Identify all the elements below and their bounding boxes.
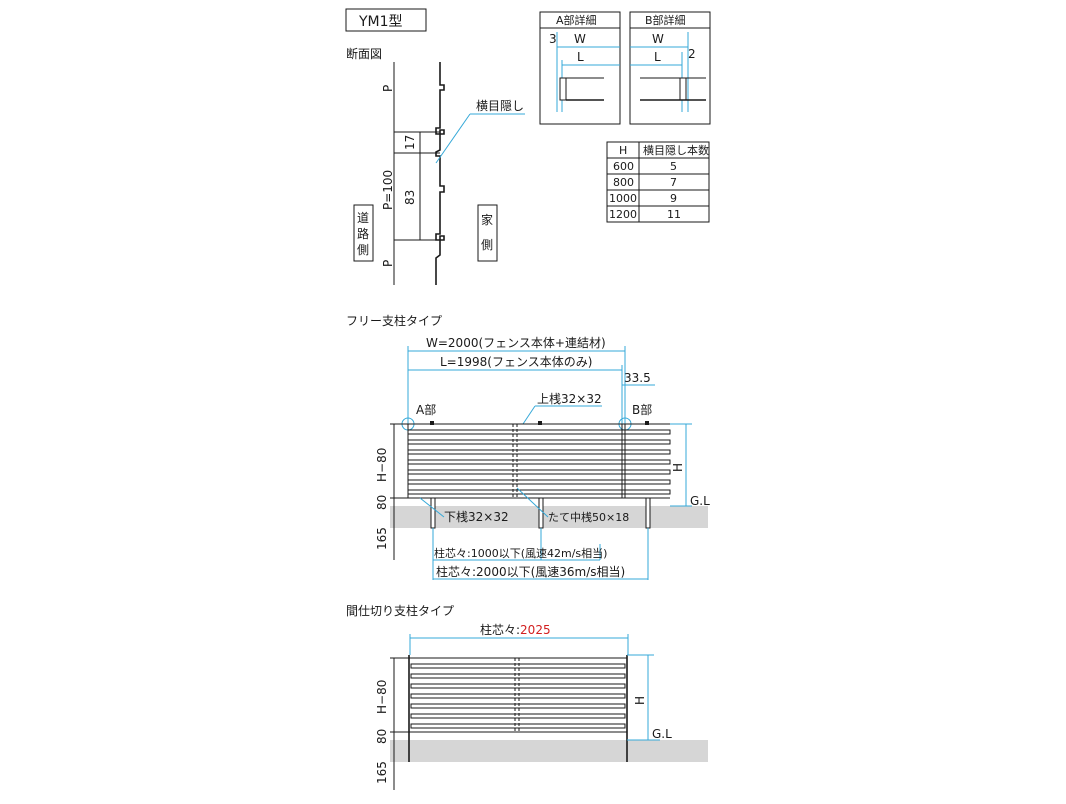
road-side-char-1: 道: [357, 211, 369, 225]
rivet: [538, 421, 542, 425]
l-dimension-label: L=1998(フェンス本体のみ): [440, 355, 592, 369]
detail-a-post: [559, 77, 567, 101]
table-border: [606, 141, 710, 223]
road-side-box: [353, 204, 374, 262]
dim-17-label: 17: [403, 135, 417, 150]
title-text: YM1型: [358, 14, 403, 30]
partition-ground-band: [390, 740, 708, 762]
dim-83-label: 83: [403, 190, 417, 205]
h-right-label: H: [671, 463, 685, 472]
partition-span-label: 柱芯々:2025: [480, 622, 551, 637]
h-minus-80-label: H−80: [375, 448, 389, 482]
partition-h-label: H: [633, 696, 647, 705]
detail-b-w: W: [652, 32, 664, 46]
slat: [407, 429, 671, 435]
table-cell: 1200: [609, 208, 637, 221]
part-a-label: A部: [416, 402, 436, 417]
span1-label: 柱芯々:1000以下(風速42m/s相当): [434, 546, 607, 560]
middle-post-leader: [516, 487, 549, 518]
table-cell: 1000: [609, 192, 637, 205]
detail-b-offset: 2: [688, 47, 696, 61]
part-b-label: B部: [632, 402, 652, 417]
slat: [410, 713, 626, 719]
house-side-char-1: 家: [481, 212, 493, 227]
detail-a-offset: 3: [549, 32, 557, 46]
table-header-h: H: [619, 144, 627, 157]
section-label: 断面図: [346, 46, 382, 61]
slat: [410, 723, 626, 729]
free-post-title: フリー支柱タイプ: [346, 313, 442, 328]
dim-165-label: 165: [375, 527, 389, 550]
road-side-char-2: 路: [357, 226, 369, 241]
rivet: [645, 421, 649, 425]
dim-80-label: 80: [375, 495, 389, 510]
table-cell: 11: [667, 208, 681, 221]
detail-a-w: W: [574, 32, 586, 46]
slat-leader: [435, 113, 471, 164]
table-header-count: 横目隠し本数: [643, 143, 709, 157]
top-rail-label: 上桟32×32: [537, 392, 602, 406]
partition-dim-165-label: 165: [375, 761, 389, 784]
section-profile: [435, 62, 445, 285]
slat: [407, 489, 671, 495]
title-box: [345, 8, 427, 32]
top-rail-leader: [522, 405, 536, 425]
slat: [407, 459, 671, 465]
detail-a-title: A部詳細: [556, 13, 597, 27]
w-dimension-label: W=2000(フェンス本体+連結材): [426, 336, 606, 350]
middle-post-label: たて中桟50×18: [548, 510, 629, 524]
detail-a-box: [539, 11, 621, 125]
house-side-box: [477, 204, 498, 262]
partition-title: 間仕切り支柱タイプ: [346, 603, 454, 618]
detail-a-l: L: [577, 50, 584, 64]
detail-b-title: B部詳細: [645, 13, 686, 27]
slat: [410, 703, 626, 709]
slat: [407, 449, 671, 455]
slat: [407, 479, 671, 485]
dim-335-label: 33.5: [624, 371, 651, 385]
post-right: [645, 497, 651, 529]
bottom-rail-label: 下桟32×32: [444, 510, 509, 524]
ground-band: [390, 506, 708, 528]
partition-span-value: 2025: [520, 623, 551, 637]
slat: [407, 469, 671, 475]
slat: [410, 673, 626, 679]
slat: [407, 439, 671, 445]
slat: [410, 693, 626, 699]
table-cell: 5: [670, 160, 677, 173]
slat: [410, 683, 626, 689]
pitch-top-label: P: [381, 85, 395, 92]
bottom-rail-leader: [419, 497, 445, 518]
detail-b-post: [679, 77, 687, 101]
pitch-bottom-label: P: [381, 260, 395, 267]
gl-label: G.L: [690, 494, 710, 508]
slat: [410, 663, 626, 669]
slat-label: 横目隠し: [476, 99, 524, 113]
house-side-char-2: 側: [481, 238, 493, 252]
pitch-mid-label: P=100: [381, 170, 395, 210]
free-post-slats: [407, 429, 671, 495]
detail-b-box: [629, 11, 711, 125]
table-cell: 9: [670, 192, 677, 205]
slat-count-table: H 横目隠し本数 600 5 800 7 1000 9 1200 11: [606, 141, 710, 223]
partition-span-prefix: 柱芯々:: [480, 622, 520, 637]
partition-slats: [410, 663, 626, 729]
span2-label: 柱芯々:2000以下(風速36m/s相当): [436, 564, 625, 579]
detail-b-l: L: [654, 50, 661, 64]
road-side-char-3: 側: [357, 243, 369, 257]
post-middle: [538, 497, 544, 529]
post-left: [430, 497, 436, 529]
table-cell: 800: [613, 176, 634, 189]
partition-gl-label: G.L: [652, 727, 672, 741]
table-cell: 600: [613, 160, 634, 173]
rivet: [430, 421, 434, 425]
partition-h-minus-label: H−80: [375, 680, 389, 714]
partition-dim-80-label: 80: [375, 729, 389, 744]
table-cell: 7: [670, 176, 677, 189]
